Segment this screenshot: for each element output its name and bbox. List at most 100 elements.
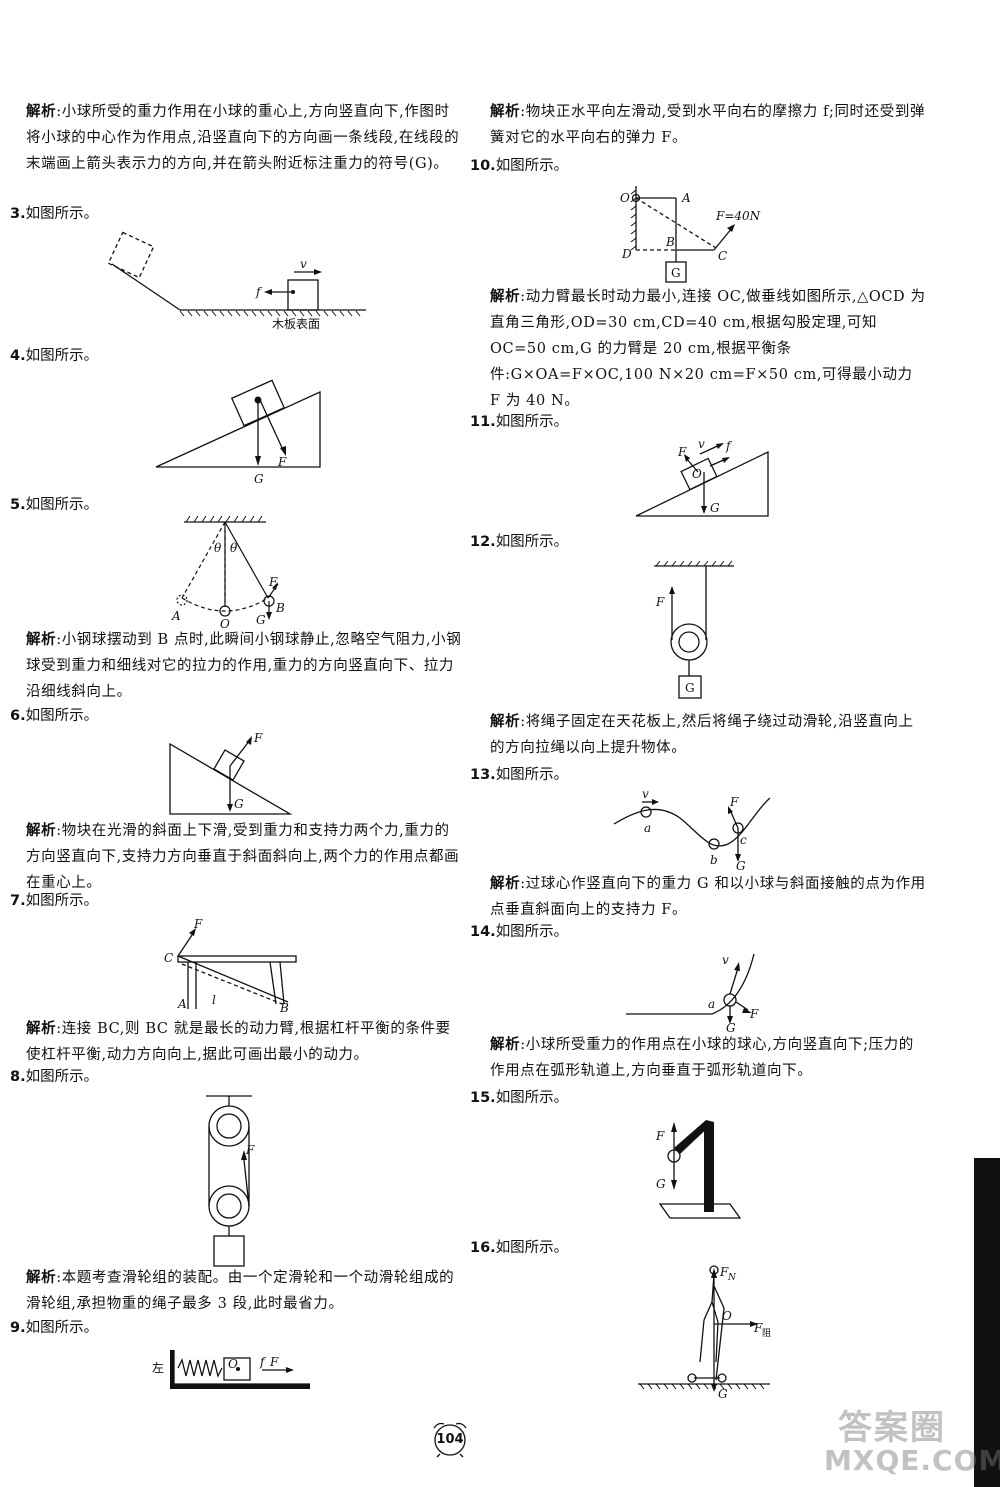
figure-15: F G [655, 1120, 742, 1219]
analysis-block: 解析:连接 BC,则 BC 就是最长的动力臂,根据杠杆平衡的条件要使杠杆平衡,动… [26, 1020, 451, 1063]
analysis-block: 解析:小球所受重力的作用点在小球的球心,方向竖直向下;压力的作用点在弧形轨道上,… [490, 1036, 914, 1079]
figure-9: 左 O f F [152, 1350, 310, 1389]
svg-text:阻: 阻 [762, 1328, 771, 1339]
svg-text:G: G [671, 266, 681, 280]
item-8: 8.如图所示。 [10, 1069, 99, 1085]
analysis-block: 解析:本题考查滑轮组的装配。由一个定滑轮和一个动滑轮组成的滑轮组,承担物重的绳子… [26, 1269, 455, 1312]
svg-text:N: N [727, 1273, 737, 1283]
item-12: 12.如图所示。 [470, 534, 569, 550]
svg-text:F: F [277, 455, 287, 469]
svg-text:F: F [749, 1007, 759, 1021]
svg-text:木板表面: 木板表面 [272, 317, 320, 331]
svg-text:A: A [681, 191, 691, 205]
item-14: 14.如图所示。 [470, 924, 569, 940]
svg-text:θ: θ [230, 541, 238, 555]
svg-text:a: a [644, 821, 651, 835]
alarm-clock-icon [433, 1422, 467, 1458]
svg-text:F: F [268, 575, 278, 589]
svg-text:F=40N: F=40N [715, 209, 761, 223]
svg-text:A: A [177, 997, 187, 1011]
svg-text:左: 左 [152, 1360, 164, 1375]
item-7: 7.如图所示。 [10, 893, 99, 909]
svg-text:A: A [171, 609, 181, 623]
svg-text:v: v [722, 953, 729, 967]
item-6: 6.如图所示。 [10, 708, 99, 724]
svg-text:a: a [708, 997, 715, 1011]
svg-text:F: F [753, 1321, 763, 1335]
svg-text:f: f [255, 285, 263, 299]
svg-text:C: C [164, 951, 173, 965]
svg-text:f: f [259, 1355, 267, 1369]
svg-text:B: B [665, 235, 675, 249]
svg-text:O: O [220, 617, 230, 631]
figure-10: O A F=40N D B C G [620, 186, 761, 283]
svg-text:F: F [253, 731, 263, 745]
svg-text:G: G [685, 681, 695, 695]
figure-4: G F [155, 379, 321, 486]
analysis-block: 解析:物块在光滑的斜面上下滑,受到重力和支持力两个力,重力的方向竖直向下,支持力… [26, 822, 460, 891]
svg-text:f: f [725, 439, 733, 453]
figure-14: v a F G [626, 953, 759, 1035]
svg-text:G: G [254, 472, 264, 486]
svg-text:G: G [256, 613, 266, 627]
svg-text:G: G [718, 1387, 728, 1401]
figure-13: v a F b c G [613, 787, 771, 873]
item-9: 9.如图所示。 [10, 1320, 99, 1336]
analysis-block: 解析:物块正水平向左滑动,受到水平向右的摩擦力 f;同时还受到弹簧对它的水平向右… [490, 103, 926, 146]
analysis-block: 解析:小球所受的重力作用在小球的重心上,方向竖直向下,作图时将小球的中心作为作用… [26, 99, 462, 177]
analysis-block: 解析:将绳子固定在天花板上,然后将绳子绕过动滑轮,沿竖直向上的方向拉绳以向上提升… [490, 713, 914, 756]
svg-text:G: G [234, 797, 244, 811]
svg-text:O: O [228, 1357, 238, 1371]
figure-16: F N O F 阻 G [638, 1265, 771, 1401]
analysis-block: 解析:小钢球摆动到 B 点时,此瞬间小钢球静止,忽略空气阻力,小钢球受到重力和细… [26, 631, 462, 700]
svg-text:G: G [710, 501, 720, 515]
item-5: 5.如图所示。 [10, 497, 99, 513]
item-4: 4.如图所示。 [10, 348, 99, 364]
svg-text:D: D [621, 247, 632, 261]
figure-7: F C A l B [164, 917, 297, 1015]
analysis-text: :小球所受的重力作用在小球的重心上,方向竖直向下,作图时将小球的中心作为作用点,… [26, 104, 460, 172]
svg-text:v: v [642, 787, 649, 801]
item-16: 16.如图所示。 [470, 1240, 569, 1256]
figure-11: F v f O G [635, 437, 769, 517]
svg-text:F: F [245, 1143, 255, 1157]
svg-text:F: F [719, 1265, 729, 1279]
svg-text:B: B [279, 1001, 289, 1015]
item-3: 3.如图所示。 [10, 206, 99, 222]
figure-3: v f 木板表面 [107, 231, 366, 331]
page-number: 104 [424, 1418, 476, 1458]
analysis-block: 解析:过球心作竖直向下的重力 G 和以小球与斜面接触的点为作用点垂直斜面向上的支… [490, 875, 926, 918]
figure-5: F θ θ A O B G [171, 515, 285, 631]
svg-text:O: O [722, 1309, 732, 1323]
figure-12: F G [654, 560, 734, 699]
svg-text:F: F [269, 1355, 279, 1369]
svg-text:l: l [212, 993, 216, 1007]
item-15: 15.如图所示。 [470, 1090, 569, 1106]
side-band [974, 1158, 1000, 1487]
item-10: 10.如图所示。 [470, 158, 569, 174]
svg-text:G: G [726, 1021, 736, 1035]
svg-text:B: B [275, 601, 285, 615]
svg-text:v: v [698, 437, 705, 451]
analysis-label: 解析 [26, 103, 57, 120]
watermark: 答案圈 MXQE.COM [824, 1408, 1000, 1477]
svg-text:b: b [710, 853, 718, 867]
figure-6: F G [169, 731, 293, 815]
svg-text:c: c [740, 833, 747, 847]
svg-text:O: O [620, 191, 630, 205]
svg-text:F: F [655, 1129, 665, 1143]
svg-text:O: O [692, 467, 702, 481]
svg-text:F: F [193, 917, 203, 931]
analysis-block: 解析:动力臂最长时动力最小,连接 OC,做垂线如图所示,△OCD 为直角三角形,… [490, 288, 926, 409]
svg-text:F: F [655, 595, 665, 609]
svg-text:C: C [718, 249, 727, 263]
svg-text:v: v [300, 257, 307, 271]
svg-text:θ: θ [214, 541, 222, 555]
svg-text:F: F [677, 445, 687, 459]
svg-text:G: G [656, 1177, 666, 1191]
item-13: 13.如图所示。 [470, 767, 569, 783]
svg-text:F: F [729, 795, 739, 809]
figure-8: F [206, 1095, 255, 1267]
item-11: 11.如图所示。 [470, 414, 569, 430]
svg-text:G: G [736, 859, 746, 873]
